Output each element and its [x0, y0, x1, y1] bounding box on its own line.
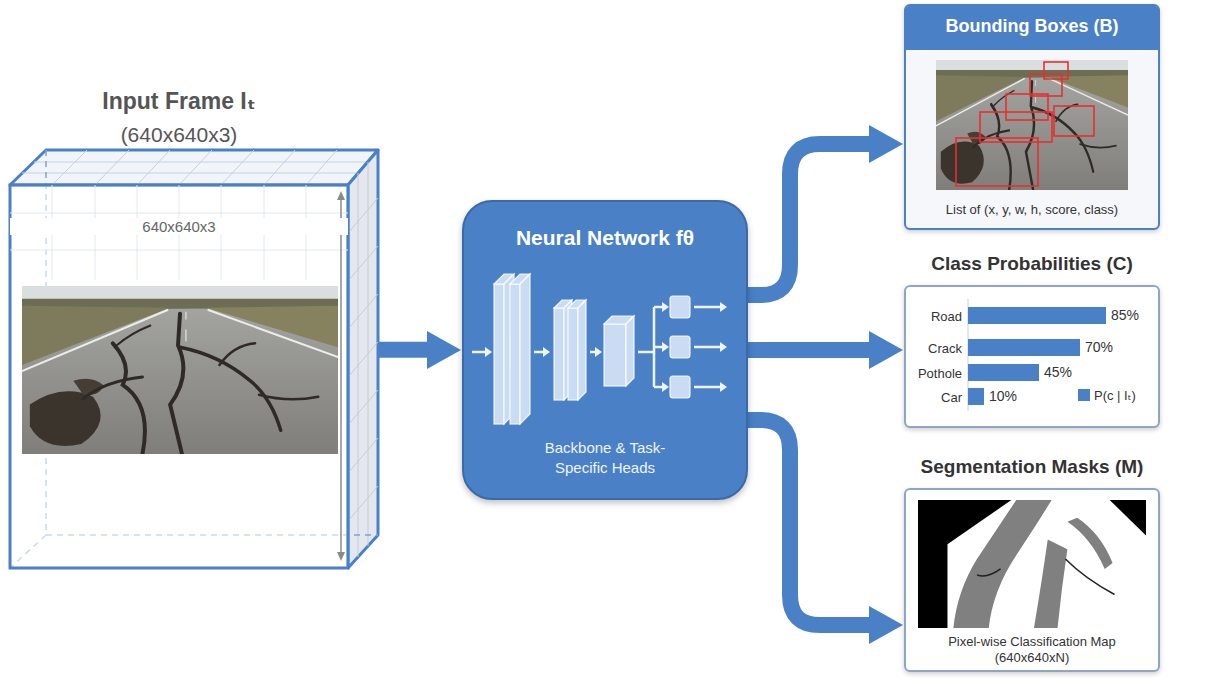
- arrow-shaft: [748, 342, 872, 358]
- bar-value: 70%: [1085, 339, 1113, 355]
- text-slot: Road: [906, 307, 962, 325]
- output-panel: Segmentation Masks (M)Pixel-wise Classif…: [904, 488, 1160, 672]
- text-slot: 640x640x3: [10, 218, 348, 235]
- bar-value: 85%: [1111, 307, 1139, 323]
- arrow-head: [869, 125, 903, 163]
- arrow-shaft: [748, 420, 872, 625]
- arrow-head: [869, 606, 903, 644]
- panel-title: Segmentation Masks (M): [921, 456, 1144, 478]
- text-slot: Backbone & Task-Specific Heads: [522, 438, 688, 478]
- network-title: Neural Network fθ: [516, 226, 694, 250]
- text-slot: 10%: [989, 387, 1033, 405]
- legend-swatch: [1078, 389, 1090, 401]
- legend-text: P(c | Iₜ): [1094, 388, 1136, 403]
- text-slot: P(c | Iₜ): [1094, 386, 1156, 404]
- bar-value: 45%: [1044, 364, 1072, 380]
- panel-title: Class Probabilities (C): [931, 253, 1133, 275]
- text-slot: 45%: [1044, 363, 1088, 381]
- text-slot: 85%: [1111, 306, 1155, 324]
- bar-value: 10%: [989, 388, 1017, 404]
- arrow-head: [869, 331, 903, 369]
- frame-size: (640x640x3): [121, 123, 238, 147]
- text-slot: Pixel-wise Classification Map (640x640xN…: [914, 634, 1150, 666]
- output-panel: Bounding Boxes (B) List of (x, y, w, h, s…: [904, 4, 1160, 230]
- arrow-shaft: [748, 144, 872, 295]
- text-slot: Input Frame Iₜ: [0, 88, 368, 115]
- arrow-shaft: [378, 342, 430, 358]
- text-slot: Crack: [906, 339, 962, 357]
- text-slot: 70%: [1085, 338, 1129, 356]
- panel-title: Bounding Boxes (B): [946, 16, 1119, 37]
- bar-label: Road: [931, 309, 962, 324]
- text-slot: Class Probabilities (C): [882, 253, 1182, 275]
- dimension-label: 640x640x3: [10, 218, 348, 235]
- flow-arrow: [748, 125, 903, 295]
- input-frame-box: Input Frame Iₜ(640x640x3)640x640x3: [10, 185, 348, 568]
- text-slot: List of (x, y, w, h, score, class): [914, 202, 1150, 218]
- text-slot: Segmentation Masks (M): [882, 456, 1182, 478]
- bar-label: Crack: [928, 341, 962, 356]
- frame-title: Input Frame Iₜ: [102, 88, 255, 115]
- output-panel: Class Probabilities (C)RoadCrackPotholeC…: [904, 285, 1160, 428]
- detection-photo: [936, 60, 1128, 190]
- road-photo: [22, 286, 338, 454]
- text-slot: (640x640x3): [0, 123, 368, 147]
- text-slot: Neural Network fθ: [474, 226, 736, 250]
- text-slot: Car: [906, 388, 962, 406]
- text-slot: Pothole: [906, 364, 962, 382]
- bar-label: Car: [941, 390, 962, 405]
- flow-arrow: [748, 331, 903, 369]
- panel-caption: Pixel-wise Classification Map (640x640xN…: [914, 634, 1150, 666]
- bar-label: Pothole: [918, 366, 962, 381]
- flow-arrow: [378, 331, 461, 369]
- text-slot: Bounding Boxes (B): [912, 16, 1152, 37]
- arrow-head: [427, 331, 461, 369]
- network-box: Neural Network fθ Backbone & Task-Specifi…: [462, 200, 748, 500]
- network-subtitle: Backbone & Task-Specific Heads: [522, 438, 688, 478]
- flow-arrow: [748, 420, 903, 644]
- segmentation-mask: [918, 500, 1146, 628]
- panel-caption: List of (x, y, w, h, score, class): [914, 202, 1150, 218]
